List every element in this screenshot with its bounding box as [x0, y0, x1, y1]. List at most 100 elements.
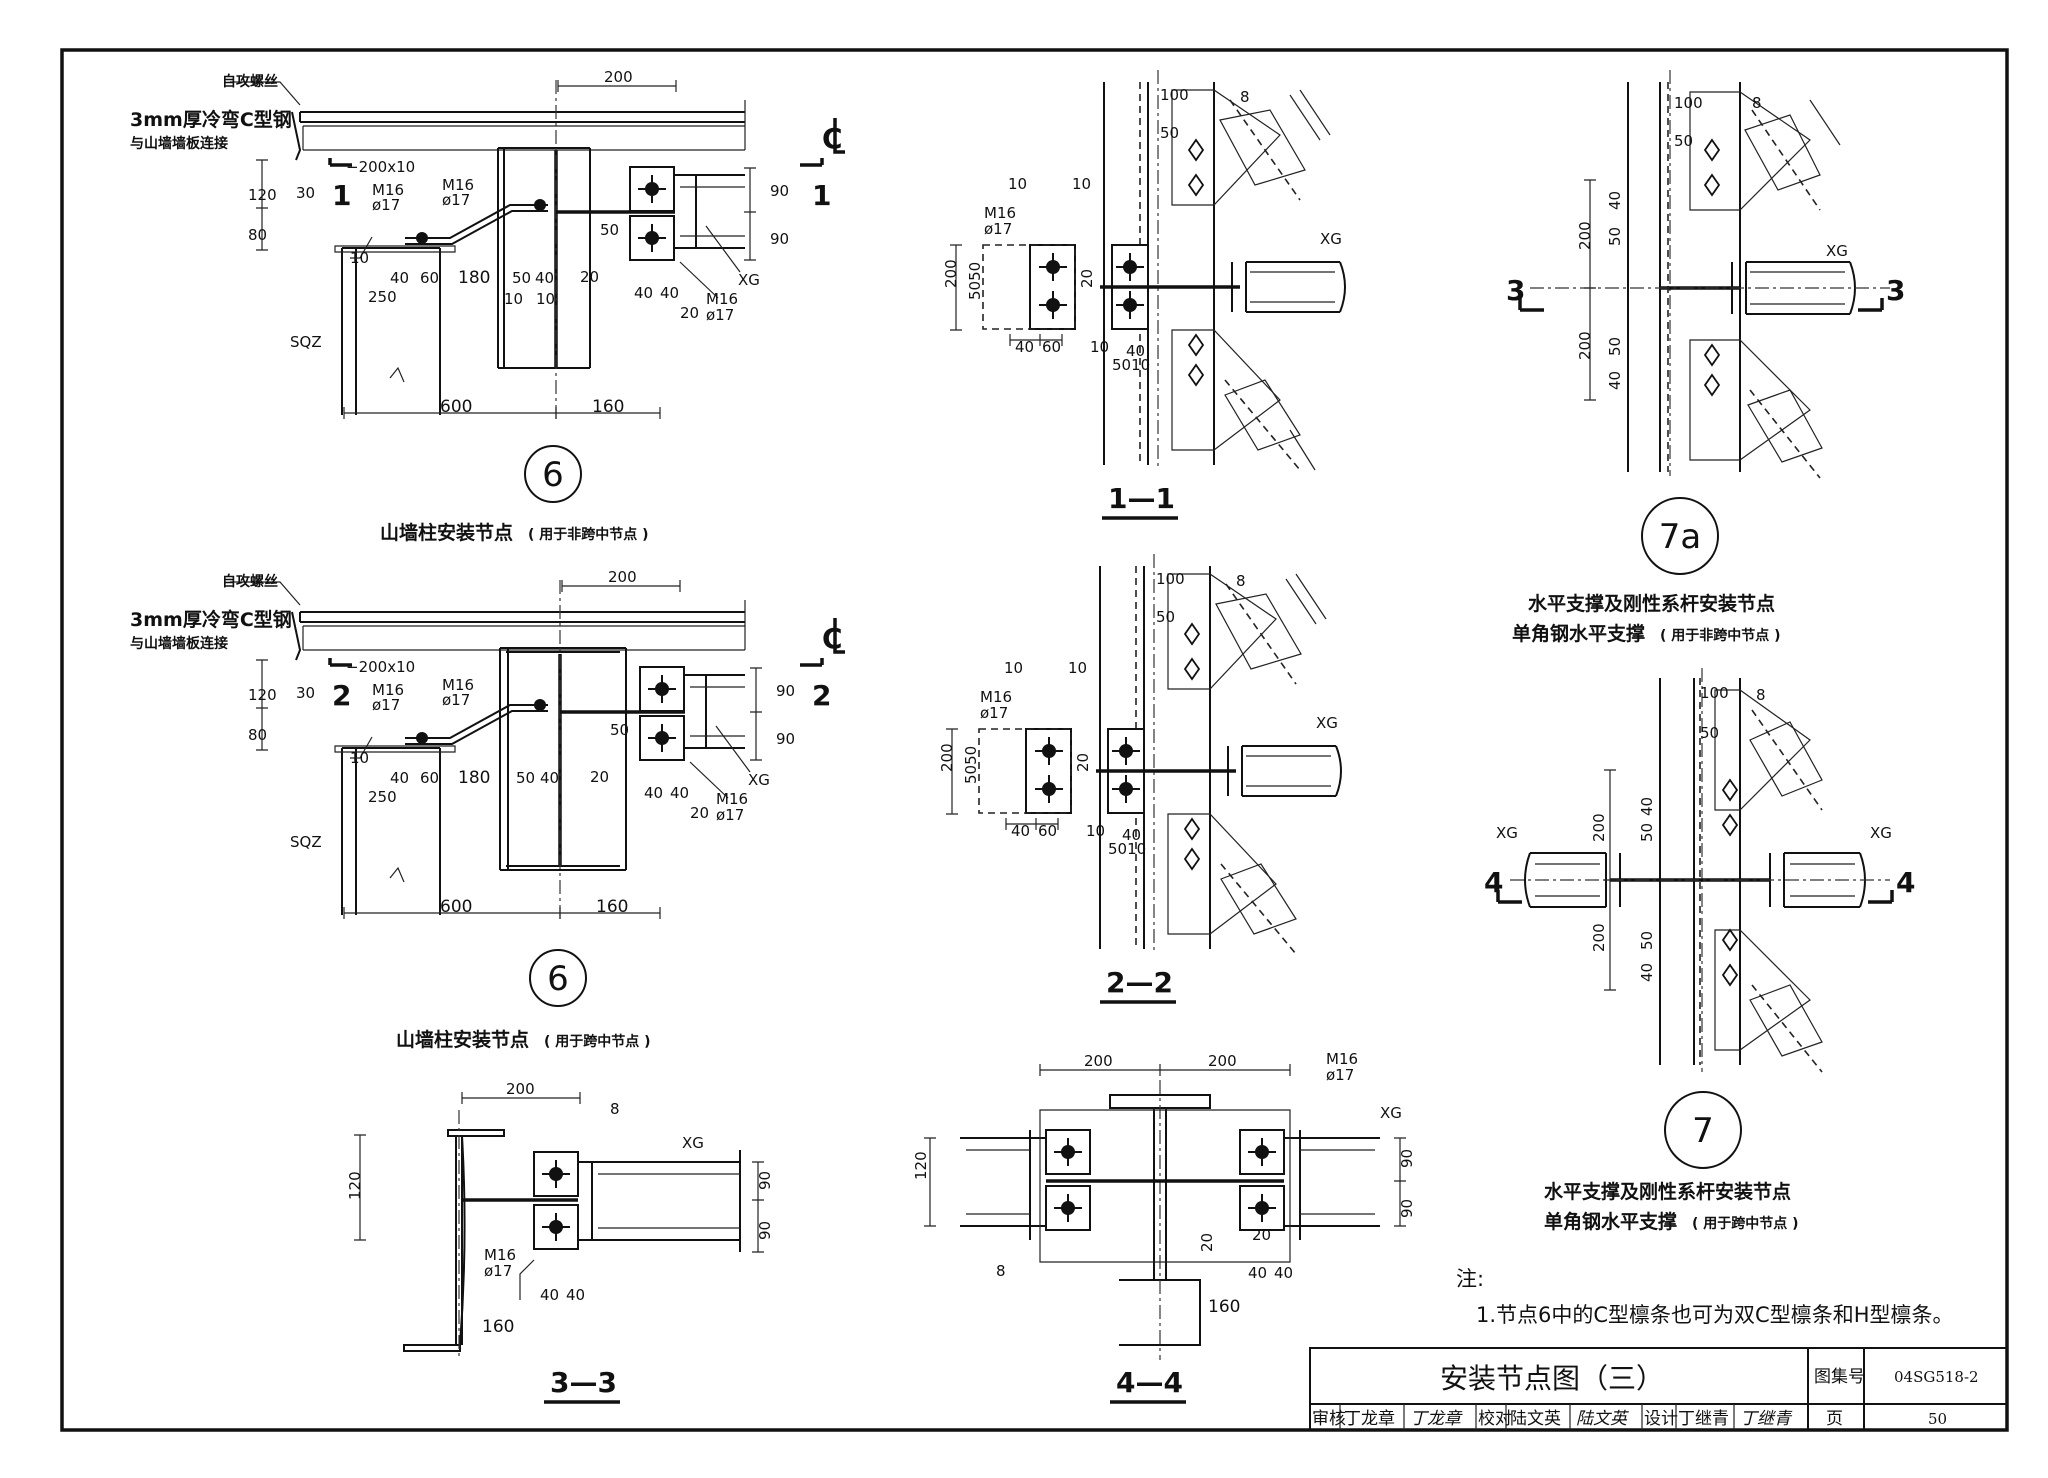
dim-100: 100 — [1700, 684, 1729, 702]
dim-40: 40 — [540, 769, 559, 787]
bolt-label: M16 — [706, 290, 738, 308]
dim-160: 160 — [596, 897, 628, 917]
dim-200: 200 — [1590, 923, 1608, 952]
dim-10: 10 — [1086, 822, 1105, 840]
section-mark-1: 1 — [812, 179, 831, 212]
check-label: 校对 — [1478, 1409, 1512, 1429]
section-mark-1: 1 — [332, 179, 351, 212]
dim-120: 120 — [248, 186, 277, 204]
node-number-6: 6 — [542, 455, 564, 495]
weld-size: 10 — [350, 249, 369, 267]
dim-80: 80 — [248, 226, 267, 244]
title-block: 安装节点图（三） 图集号 04SG518-2 审核 丁龙章 丁龙章 校对 陆文英… — [1309, 1347, 2008, 1431]
c-steel-note-line1: 3mm厚冷弯C型钢 — [130, 608, 292, 631]
dim-40: 40 — [535, 269, 554, 287]
dim-20: 20 — [1198, 1233, 1216, 1252]
xg-label: XG — [1826, 242, 1848, 260]
dim-20: 20 — [580, 268, 599, 286]
dim-160: 160 — [1208, 1297, 1240, 1317]
dim-80: 80 — [248, 726, 267, 744]
node-number-7a: 7a — [1659, 517, 1701, 557]
dim-40: 40 — [660, 284, 679, 302]
dim-60: 60 — [420, 769, 439, 787]
dim-40: 40 — [1248, 1264, 1267, 1282]
node6-top-subcaption: ( 用于非跨中节点 ) — [528, 526, 649, 543]
dim-5010: 5010 — [1112, 356, 1150, 374]
section-1-1: 200 5050 40 60 10 5010 40 20 100 50 8 10… — [942, 70, 1346, 520]
page-number: 50 — [1928, 1410, 1947, 1428]
weld-size: 10 — [1004, 659, 1023, 677]
dim-5050: 5050 — [966, 262, 984, 300]
plate-spec: −200x10 — [346, 158, 415, 176]
dim-200: 200 — [1576, 331, 1594, 360]
dim-40: 40 — [1606, 191, 1624, 210]
node6-top-caption: 山墙柱安装节点 — [380, 521, 513, 544]
weld-size: 8 — [1756, 686, 1766, 704]
dim-200: 200 — [608, 568, 637, 586]
dim-50: 50 — [1638, 823, 1656, 842]
section-2-2: 200 5050 40 60 10 5010 40 20 100 50 8 10… — [938, 554, 1342, 1004]
bolt-label: M16 — [1326, 1050, 1358, 1068]
bolt-label: M16 — [484, 1246, 516, 1264]
dim-40: 40 — [1126, 342, 1145, 360]
dim-160: 160 — [592, 397, 624, 417]
section-mark-2: 2 — [332, 679, 351, 712]
dim-50: 50 — [1700, 724, 1719, 742]
checker-signature: 陆文英 — [1576, 1409, 1629, 1429]
dim-50: 50 — [1606, 337, 1624, 356]
xg-label: XG — [1496, 824, 1518, 842]
dim-5010: 5010 — [1108, 840, 1146, 858]
dim-60: 60 — [1042, 338, 1061, 356]
dim-600: 600 — [440, 897, 472, 917]
hole-label: ø17 — [716, 806, 744, 824]
node7a-caption-line1: 水平支撑及刚性系杆安装节点 — [1528, 592, 1775, 615]
hole-label: ø17 — [442, 691, 470, 709]
weld-size: 8 — [1236, 572, 1246, 590]
dim-50: 50 — [1160, 124, 1179, 142]
dim-200: 200 — [1208, 1052, 1237, 1070]
sqz-label: SQZ — [290, 333, 322, 351]
dim-40: 40 — [1606, 371, 1624, 390]
c-steel-note-line2: 与山墙墙板连接 — [130, 635, 228, 652]
node7a-detail: 3 3 200 200 40 50 50 40 100 50 8 XG 7a 水… — [1506, 70, 1905, 645]
dim-10: 10 — [536, 290, 555, 308]
bolt-label: M16 — [372, 181, 404, 199]
bolt-label: M16 — [980, 688, 1012, 706]
c-marker: C — [822, 122, 843, 155]
node6-bottom-caption: 山墙柱安装节点 — [396, 1028, 529, 1051]
dim-40: 40 — [1122, 826, 1141, 844]
c-steel-note-line2: 与山墙墙板连接 — [130, 135, 228, 152]
atlas-number: 04SG518-2 — [1894, 1368, 1979, 1386]
section-title-2-2: 2—2 — [1106, 966, 1173, 999]
section-mark-2: 2 — [812, 679, 831, 712]
node6-bottom-detail: 自攻螺丝 3mm厚冷弯C型钢 与山墙墙板连接 −200x10 M16 ø17 M… — [130, 568, 845, 1051]
section-title-1-1: 1—1 — [1108, 482, 1175, 515]
bolt-label: M16 — [716, 790, 748, 808]
page-label: 页 — [1826, 1409, 1843, 1429]
review-label: 审核 — [1312, 1409, 1346, 1429]
bolt-label: M16 — [984, 204, 1016, 222]
designer-name: 丁继青 — [1678, 1409, 1729, 1429]
designer-signature: 丁继青 — [1740, 1409, 1793, 1429]
dim-200: 200 — [938, 743, 956, 772]
dim-40: 40 — [390, 769, 409, 787]
sheet-frame — [60, 48, 2009, 1432]
dim-120: 120 — [248, 686, 277, 704]
dim-90: 90 — [1398, 1149, 1416, 1168]
self-tapping-screw-label: 自攻螺丝 — [222, 573, 278, 590]
dim-250: 250 — [368, 288, 397, 306]
hole-label: ø17 — [984, 220, 1012, 238]
xg-label: XG — [1316, 714, 1338, 732]
hole-label: ø17 — [706, 306, 734, 324]
checker-name: 陆文英 — [1510, 1409, 1561, 1429]
section-3-3: 200 120 90 90 8 XG M16 ø17 40 40 160 3—3 — [346, 1080, 774, 1404]
xg-label: XG — [682, 1134, 704, 1152]
dim-40: 40 — [1274, 1264, 1293, 1282]
dim-90: 90 — [776, 682, 795, 700]
dim-600: 600 — [440, 397, 472, 417]
dim-40: 40 — [566, 1286, 585, 1304]
node7a-caption-line2: 单角钢水平支撑 — [1512, 622, 1645, 645]
hole-label: ø17 — [372, 196, 400, 214]
sqz-label: SQZ — [290, 833, 322, 851]
